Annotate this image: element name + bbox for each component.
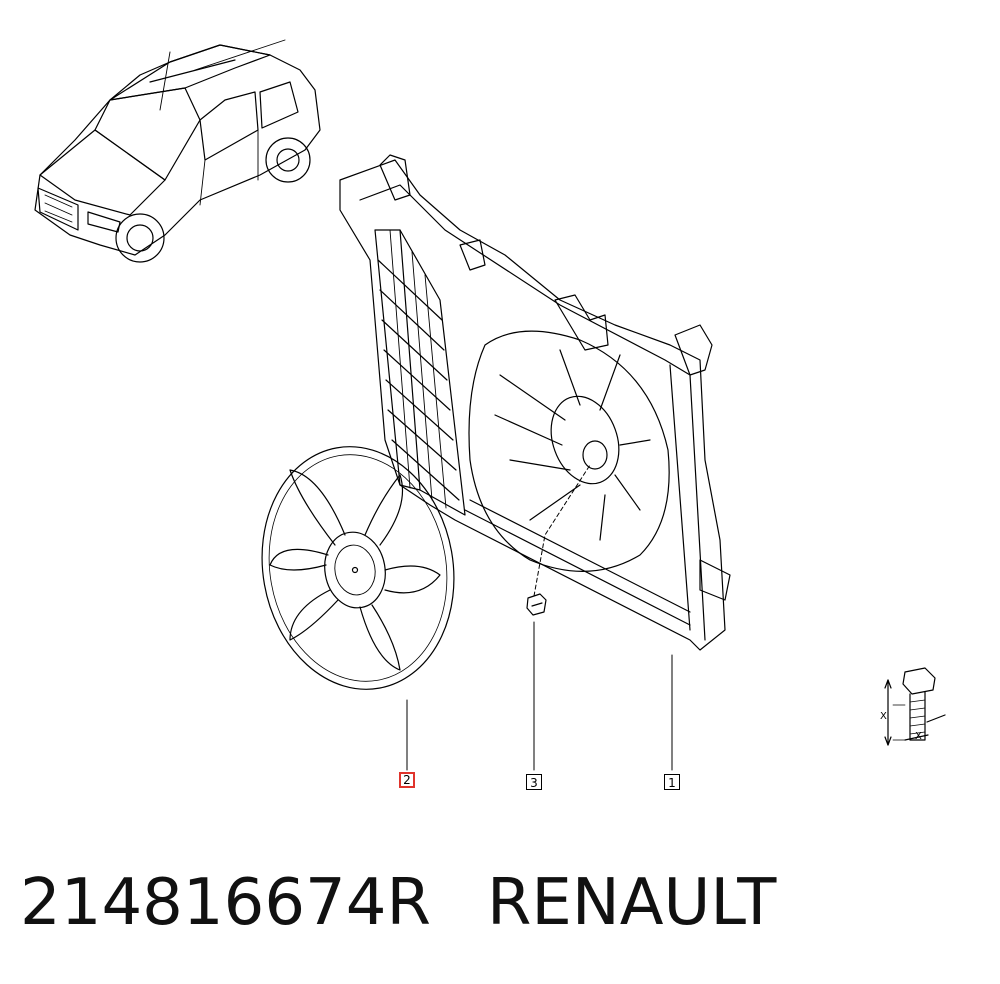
fan-shroud-frame: [339, 154, 731, 651]
legend-x-label-1: X: [880, 711, 887, 722]
callout-part-2[interactable]: 2: [399, 772, 415, 788]
fan-blade: [261, 446, 455, 690]
leader-lines: [406, 464, 673, 771]
callout-part-1[interactable]: 1: [664, 774, 680, 790]
bolt-dimension-legend: X X: [880, 667, 946, 746]
vehicle-illustration: [34, 39, 321, 263]
callout-part-3[interactable]: 3: [526, 774, 542, 790]
legend-x-label-2: X: [915, 731, 922, 742]
brand-name: RENAULT: [486, 866, 777, 940]
part-number: 214816674R: [20, 866, 431, 940]
screw: [526, 593, 547, 616]
part-caption: 214816674R RENAULT: [20, 858, 776, 948]
